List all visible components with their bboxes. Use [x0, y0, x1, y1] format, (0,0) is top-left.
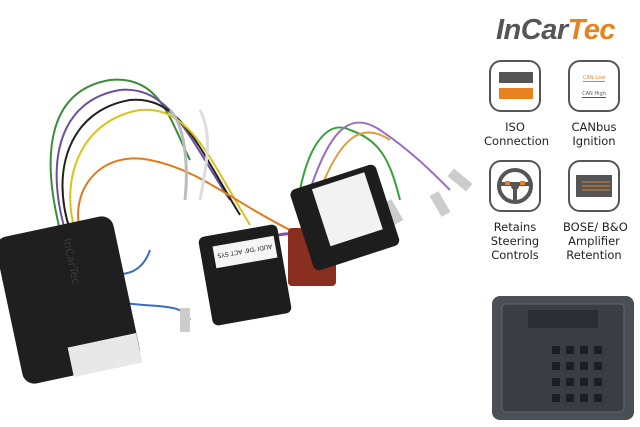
interface-module-box: InCarTec	[0, 216, 143, 384]
feature-label: Controls	[491, 248, 539, 262]
product-photo-wiring-harness: InCarTec AUDI 'D6' ACT SYS	[0, 78, 473, 384]
feature-label: BOSE/ B&O	[563, 220, 628, 234]
brand-logo: InCarTec	[496, 14, 616, 47]
brand-logo-part2: Tec	[567, 14, 616, 46]
canbus-icon: CAN Low CAN High	[568, 60, 620, 112]
quadlock-socket-closeup	[492, 296, 634, 420]
brand-logo-part1: InCar	[496, 14, 568, 46]
iso-connector-icon	[489, 60, 541, 112]
canbus-decoder-box	[290, 164, 400, 271]
spade-terminal	[180, 308, 190, 332]
feature-label: Steering	[490, 234, 540, 248]
feature-label: CANbus	[571, 120, 617, 134]
feature-label: Retains	[493, 220, 537, 234]
amplifier-icon	[568, 160, 620, 212]
connector-label-sticker	[212, 235, 278, 269]
feature-label: Ignition	[572, 134, 616, 148]
feature-label: Retention	[566, 248, 622, 262]
feature-label: Connection	[484, 134, 550, 148]
spade-terminal	[447, 168, 473, 192]
quadlock-connector: AUDI 'D6' ACT SYS	[198, 224, 292, 326]
feature-label: Amplifier	[568, 234, 620, 248]
can-low-label: CAN Low	[582, 74, 606, 82]
spade-terminal	[429, 191, 451, 217]
steering-wheel-icon	[489, 160, 541, 212]
can-high-label: CAN High	[582, 90, 606, 98]
feature-label: ISO	[505, 120, 525, 134]
